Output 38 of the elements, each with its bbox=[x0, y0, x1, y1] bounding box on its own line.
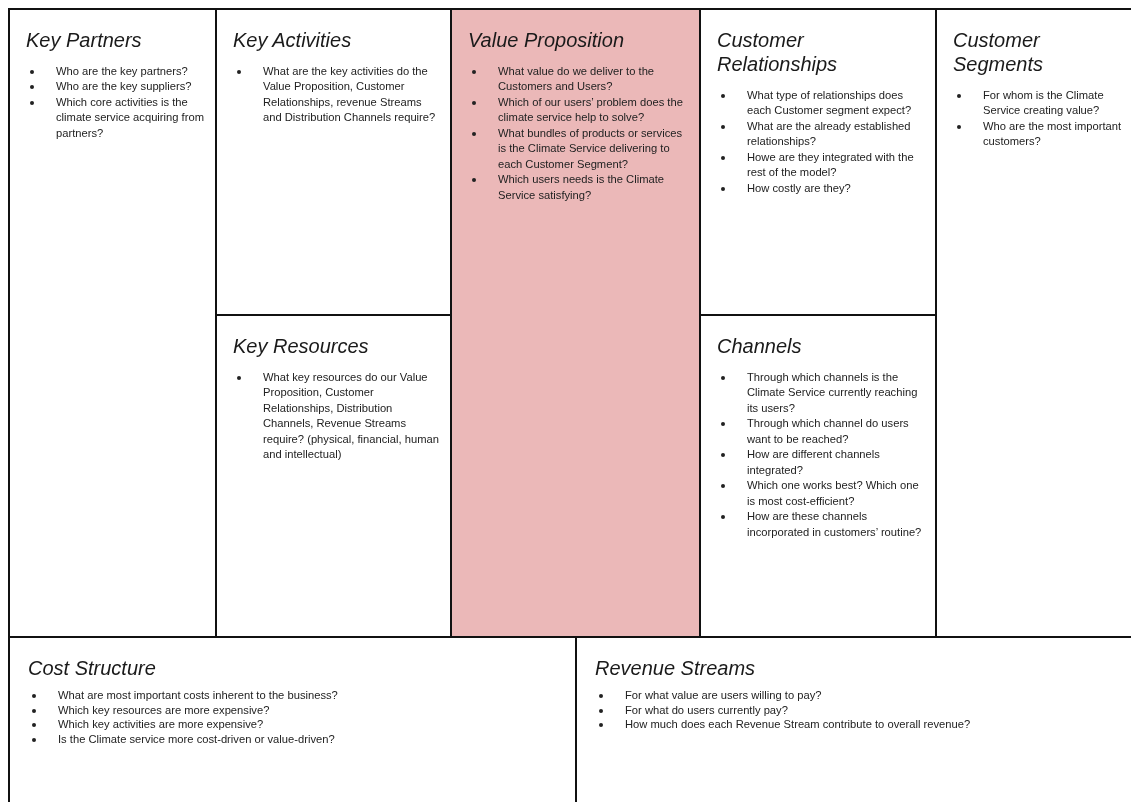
question-text: What value do we deliver to the Customers and Users? bbox=[498, 64, 656, 95]
question-text: How much does each Revenue Stream contribute to overall revenue? bbox=[625, 717, 972, 732]
section-heading: Revenue Streams bbox=[595, 656, 757, 680]
question-text: Which key resources are more expensive? bbox=[58, 702, 271, 718]
question-text: Through which channel do users want to be reached? bbox=[747, 416, 910, 447]
question-text: Who are the most important customers? bbox=[983, 118, 1123, 150]
question-text: What are the already established relationships? bbox=[747, 118, 912, 150]
question-text: What bundles of products or services is the Climate Service delivering to each Customer Segment? bbox=[498, 125, 684, 172]
question-text: Which of our users’ problem does the climate service help to solve? bbox=[498, 94, 684, 126]
section-heading: Key Partners bbox=[26, 28, 143, 52]
question-text: For what do users currently pay? bbox=[625, 702, 789, 718]
question-text: Who are the key partners? bbox=[56, 64, 189, 79]
question-text: Through which channels is the Climate Service currently reaching its users? bbox=[747, 370, 919, 416]
question-text: What are the key activities do the Value Proposition, Customer Relationships, revenue Streams and Distribution Channels require? bbox=[263, 64, 437, 126]
question-text: Who are the key suppliers? bbox=[56, 79, 193, 95]
question-text: Howe are they integrated with the rest of the model? bbox=[747, 149, 915, 181]
question-text: Which one works best? Which one is most cost-efficient? bbox=[747, 478, 920, 509]
canvas-section bbox=[450, 8, 701, 638]
question-text: How are these channels incorporated in customers’ routine? bbox=[747, 509, 923, 540]
question-text: For whom is the Climate Service creating value? bbox=[983, 88, 1105, 119]
question-text: What key resources do our Value Proposition, Customer Relationships, Distribution Channels, Revenue Streams require? (physical, financial, human and intellectual) bbox=[263, 370, 440, 463]
question-text: Is the Climate service more cost-driven or value-driven? bbox=[58, 731, 336, 747]
question-text: Which key activities are more expensive? bbox=[58, 717, 265, 732]
section-heading: Customer Segments bbox=[953, 28, 1045, 76]
question-text: Which users needs is the Climate Service satisfying? bbox=[498, 172, 665, 203]
question-text: What are most important costs inherent to the business? bbox=[58, 688, 339, 703]
question-text: How are different channels integrated? bbox=[747, 447, 881, 478]
section-heading: Key Resources bbox=[233, 334, 370, 358]
question-text: Which core activities is the climate service acquiring from partners? bbox=[56, 94, 205, 141]
canvas-section bbox=[8, 8, 217, 638]
section-heading: Key Activities bbox=[233, 28, 353, 52]
section-heading: Cost Structure bbox=[28, 656, 157, 680]
section-heading: Value Proposition bbox=[468, 28, 626, 52]
question-text: How costly are they? bbox=[747, 180, 852, 196]
question-text: What type of relationships does each Customer segment expect? bbox=[747, 88, 913, 119]
section-heading: Channels bbox=[717, 334, 803, 358]
question-text: For what value are users willing to pay? bbox=[625, 688, 823, 703]
section-heading: Customer Relationships bbox=[717, 28, 839, 76]
